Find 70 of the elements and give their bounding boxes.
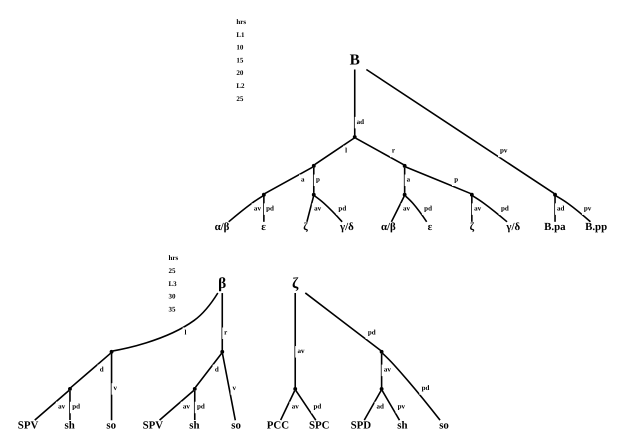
node-text: B	[350, 52, 360, 69]
node-point	[220, 350, 224, 354]
connector	[112, 292, 218, 352]
node-text: so	[439, 419, 449, 432]
node-text: so	[231, 419, 241, 432]
node-text: SPC	[308, 419, 330, 432]
connector	[366, 68, 554, 194]
node-text: B.pa	[544, 220, 566, 233]
node-text: so	[106, 419, 116, 432]
connector	[294, 293, 296, 388]
connector	[356, 138, 404, 166]
connector	[110, 353, 112, 420]
connector	[312, 168, 315, 193]
node-text: ζ	[292, 274, 298, 292]
node-text: ζ	[470, 220, 474, 233]
connector	[306, 196, 314, 222]
node-text: B.pp	[585, 220, 608, 233]
node-text: γ/δ	[340, 220, 354, 233]
connector	[314, 195, 343, 222]
node-point	[293, 387, 298, 391]
node-text: α/β	[214, 220, 230, 233]
node-point	[553, 192, 557, 197]
node-point	[312, 164, 316, 168]
node-text: ζ	[303, 220, 308, 233]
node-point	[110, 350, 114, 354]
connector	[471, 196, 473, 222]
connector	[264, 166, 313, 194]
node-point	[262, 192, 266, 197]
connector	[69, 390, 71, 420]
node-point	[352, 135, 357, 139]
node-text: SPV	[142, 419, 164, 432]
node-text: PCC	[266, 419, 290, 432]
connector	[390, 196, 405, 222]
connector	[380, 354, 382, 388]
node-text: sh	[64, 419, 75, 432]
node-text: β	[218, 274, 226, 292]
connector	[314, 138, 354, 166]
connector	[280, 390, 296, 420]
node-point	[68, 387, 72, 391]
connector	[404, 168, 406, 193]
node-text: sh	[189, 419, 200, 432]
connector	[381, 390, 400, 421]
connector	[554, 196, 556, 222]
node-text: α/β	[380, 220, 396, 233]
connector	[263, 196, 265, 222]
node-point	[380, 387, 384, 391]
node-point	[402, 192, 407, 197]
connector	[304, 292, 382, 352]
node-text: ε	[261, 220, 266, 233]
connector	[159, 390, 194, 421]
node-point	[192, 387, 197, 391]
connector	[194, 390, 196, 420]
node-text: ε	[428, 220, 432, 233]
connector	[405, 196, 428, 222]
connector	[221, 293, 224, 350]
connector	[364, 390, 382, 421]
node-point	[470, 192, 474, 197]
node-text: SPD	[350, 419, 372, 432]
node-text: SPV	[18, 419, 38, 432]
node-point	[402, 164, 407, 168]
connector	[406, 166, 471, 194]
connector	[354, 70, 356, 136]
connector	[295, 390, 316, 421]
node-text: γ/δ	[506, 220, 520, 233]
node-text: sh	[397, 419, 408, 432]
node-point	[380, 350, 384, 354]
connector	[222, 353, 236, 420]
connector	[70, 352, 112, 388]
node-point	[312, 192, 316, 197]
connector	[34, 390, 70, 421]
